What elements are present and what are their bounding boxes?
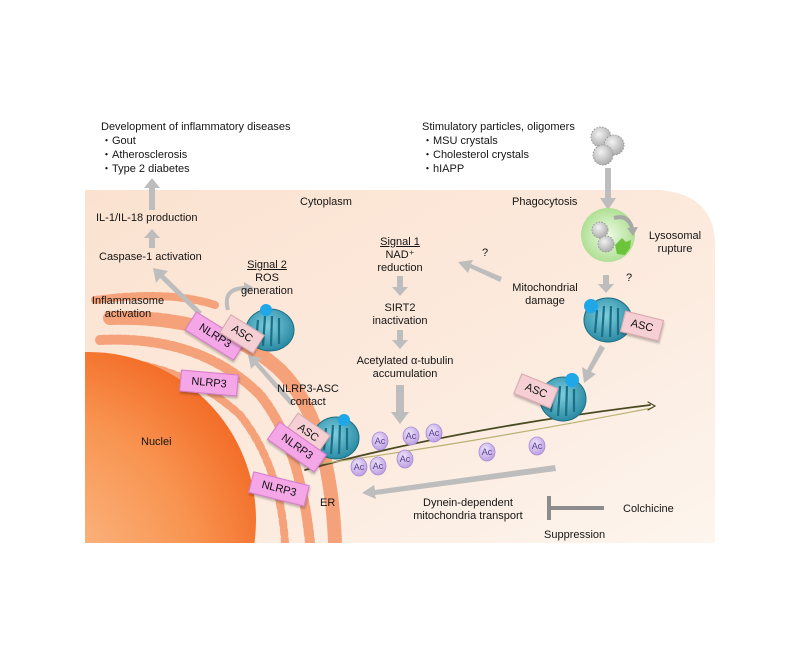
diseases-title: Development of inflammatory diseases bbox=[101, 121, 291, 133]
tubulin-line1: Acetylated α-tubulin bbox=[356, 355, 454, 367]
inflammasome-line2: activation bbox=[104, 308, 152, 320]
lysosomal-label: Lysosomal rupture bbox=[645, 230, 705, 256]
sirt2-label: SIRT2 inactivation bbox=[360, 302, 440, 328]
disease-label: Atherosclerosis bbox=[112, 149, 188, 161]
tubulin-label: Acetylated α-tubulin accumulation bbox=[350, 355, 460, 381]
lysosome bbox=[581, 208, 638, 262]
lysosomal-line2: rupture bbox=[657, 243, 693, 255]
stimulus-label: MSU crystals bbox=[433, 135, 498, 147]
acetyl-group: Ac bbox=[402, 426, 420, 446]
bullet: ・ bbox=[101, 163, 112, 175]
lysosomal-line1: Lysosomal bbox=[648, 230, 702, 242]
stimulatory-particles bbox=[590, 126, 625, 166]
dynein-line1: Dynein-dependent bbox=[423, 497, 513, 509]
acetyl-group: Ac bbox=[528, 436, 546, 456]
signal1-line1: NAD⁺ bbox=[385, 249, 415, 261]
question-mark-2: ? bbox=[626, 272, 633, 284]
microtubule bbox=[304, 401, 657, 471]
contact-label: NLRP3-ASC contact bbox=[268, 383, 348, 409]
arrow-mito-damage-to-nad bbox=[458, 260, 502, 282]
dynein-label: Dynein-dependent mitochondria transport bbox=[408, 497, 528, 523]
dynein-line2: mitochondria transport bbox=[413, 510, 523, 522]
contact-line1: NLRP3-ASC bbox=[277, 383, 339, 395]
bullet: ・ bbox=[101, 135, 112, 147]
acetyl-label: Ac bbox=[400, 454, 411, 464]
acetyl-group: Ac bbox=[478, 442, 496, 462]
phagocytosis-label: Phagocytosis bbox=[512, 196, 578, 208]
stimuli-title: Stimulatory particles, oligomers bbox=[422, 121, 575, 133]
acetyl-label: Ac bbox=[354, 462, 365, 472]
disease-label: Type 2 diabetes bbox=[112, 163, 190, 175]
arrow-sirt2-to-tubulin bbox=[392, 330, 408, 349]
sirt2-line1: SIRT2 bbox=[384, 302, 416, 314]
disease-item: ・Type 2 diabetes bbox=[101, 163, 190, 176]
acetyl-label: Ac bbox=[482, 447, 493, 457]
bullet: ・ bbox=[422, 149, 433, 161]
signal2-line1: ROS bbox=[255, 272, 279, 284]
suppression-symbol bbox=[547, 496, 604, 520]
mito-damage-label: Mitochondrial damage bbox=[505, 282, 585, 308]
suppression-label: Suppression bbox=[544, 529, 606, 541]
signal2-line2: generation bbox=[241, 285, 293, 297]
arrow-tubulin-down bbox=[391, 385, 409, 424]
arrow-mito-to-lower-mito bbox=[582, 345, 605, 383]
arrow-inflammasome-to-caspase bbox=[153, 268, 202, 315]
disease-label: Gout bbox=[112, 135, 136, 147]
acetyl-label: Ac bbox=[373, 461, 384, 471]
inflammasome-line1: Inflammasome bbox=[91, 295, 165, 307]
nucleus bbox=[85, 352, 256, 543]
mito-damage-line1: Mitochondrial bbox=[512, 282, 578, 294]
signal2-label: Signal 2 ROS generation bbox=[237, 259, 297, 298]
stimulus-item: ・hIAPP bbox=[422, 163, 464, 176]
pathway-arrows bbox=[144, 168, 616, 499]
acetyl-label: Ac bbox=[532, 441, 543, 451]
colchicine-label: Colchicine bbox=[623, 503, 674, 515]
bullet: ・ bbox=[422, 163, 433, 175]
acetyl-label: Ac bbox=[406, 431, 417, 441]
inflammasome-label: Inflammasome activation bbox=[88, 295, 168, 321]
er-label: ER bbox=[320, 497, 336, 509]
signal1-label: Signal 1 NAD⁺ reduction bbox=[368, 236, 432, 275]
stimulus-item: ・MSU crystals bbox=[422, 135, 498, 148]
arrow-contact-to-inflammasome bbox=[248, 355, 294, 405]
acetyl-group: Ac bbox=[371, 431, 389, 451]
caspase-label: Caspase-1 activation bbox=[99, 251, 202, 263]
nuclei-label: Nuclei bbox=[141, 436, 172, 448]
contact-line2: contact bbox=[290, 396, 326, 408]
acetyl-group: Ac bbox=[425, 423, 443, 443]
acetyl-group: Ac bbox=[350, 457, 368, 477]
bullet: ・ bbox=[101, 149, 112, 161]
signal2-title: Signal 2 bbox=[247, 259, 287, 271]
disease-item: ・Atherosclerosis bbox=[101, 149, 187, 162]
arrow-particles-to-lysosome bbox=[600, 168, 616, 210]
arrow-dynein-transport bbox=[362, 465, 556, 499]
mito-damage-line2: damage bbox=[525, 295, 565, 307]
ros-curved-arrow-head bbox=[244, 282, 254, 294]
bullet: ・ bbox=[422, 135, 433, 147]
acetyl-group: Ac bbox=[396, 449, 414, 469]
acetyl-label: Ac bbox=[429, 428, 440, 438]
stimulus-label: Cholesterol crystals bbox=[433, 149, 529, 161]
stimulus-item: ・Cholesterol crystals bbox=[422, 149, 529, 162]
signal1-line2: reduction bbox=[377, 262, 423, 274]
arrow-nad-to-sirt2 bbox=[392, 276, 408, 296]
acetyl-label: Ac bbox=[375, 436, 386, 446]
sirt2-line2: inactivation bbox=[372, 315, 428, 327]
tubulin-line2: accumulation bbox=[372, 368, 438, 380]
arrow-to-diseases bbox=[144, 178, 160, 210]
arrow-lysosome-to-mito bbox=[598, 275, 614, 293]
ros-curved-arrow bbox=[224, 286, 247, 311]
question-mark-1: ? bbox=[482, 247, 489, 259]
arrow-caspase-to-il bbox=[144, 229, 160, 248]
cytoplasm-label: Cytoplasm bbox=[300, 196, 352, 208]
signal1-title: Signal 1 bbox=[380, 236, 420, 248]
disease-item: ・Gout bbox=[101, 135, 136, 148]
acetyl-group: Ac bbox=[369, 456, 387, 476]
stimulus-label: hIAPP bbox=[433, 163, 465, 175]
il-production-label: IL-1/IL-18 production bbox=[96, 212, 198, 224]
